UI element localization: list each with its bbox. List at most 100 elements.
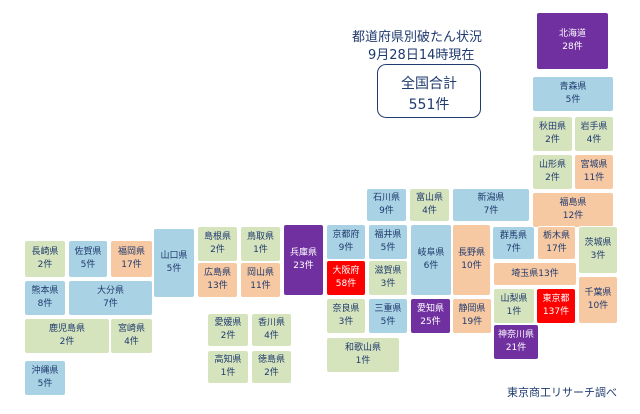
prefecture-name: 茨城県 (584, 238, 612, 248)
prefecture-tile-佐賀県: 佐賀県 5件 (68, 240, 108, 278)
prefecture-count: 5件 (380, 243, 396, 253)
prefecture-count: 9件 (379, 206, 394, 216)
prefecture-count: 5件 (80, 260, 96, 270)
prefecture-count: 3件 (380, 279, 396, 289)
prefecture-tile-三重県: 三重県 5件 (368, 298, 408, 334)
prefecture-name: 鳥取県 (246, 232, 274, 242)
prefecture-name: 高知県 (214, 355, 242, 365)
prefecture-tile-静岡県: 静岡県 19件 (452, 298, 492, 334)
prefecture-tile-島根県: 島根県 2件 (197, 226, 238, 262)
prefecture-tile-愛媛県: 愛媛県 2件 (207, 313, 249, 347)
prefecture-label: 埼玉県13件 (511, 268, 559, 279)
prefecture-count: 5件 (37, 379, 53, 389)
prefecture-count: 5件 (565, 95, 581, 105)
prefecture-name: 静岡県 (458, 304, 486, 314)
prefecture-count: 3件 (338, 317, 354, 327)
prefecture-count: 137件 (542, 307, 570, 317)
prefecture-count: 7件 (483, 206, 499, 216)
prefecture-count: 2件 (545, 135, 560, 145)
prefecture-count: 1件 (253, 245, 268, 255)
prefecture-tile-奈良県: 奈良県 3件 (326, 298, 366, 334)
prefecture-count: 19件 (461, 317, 483, 327)
prefecture-tile-長崎県: 長崎県 2件 (24, 240, 66, 278)
prefecture-count: 4件 (124, 337, 139, 347)
prefecture-tile-青森県: 青森県 5件 (532, 76, 614, 112)
national-total-label: 全国合計 (401, 76, 457, 92)
prefecture-count: 21件 (505, 343, 527, 353)
prefecture-tile-栃木県: 栃木県 17件 (537, 226, 576, 260)
prefecture-tile-千葉県: 千葉県 10件 (578, 276, 618, 324)
national-total-value: 551件 (408, 97, 450, 113)
prefecture-tile-埼玉県: 埼玉県13件 (493, 262, 577, 286)
prefecture-count: 28件 (562, 42, 583, 52)
prefecture-name: 群馬県 (499, 231, 527, 241)
prefecture-count: 1件 (506, 307, 522, 317)
prefecture-name: 奈良県 (332, 304, 360, 314)
prefecture-name: 千葉県 (584, 288, 612, 298)
prefecture-tile-長野県: 長野県 10件 (452, 224, 491, 296)
national-total-box: 全国合計 551件 (377, 64, 481, 118)
prefecture-name: 栃木県 (542, 231, 570, 241)
prefecture-count: 10件 (587, 301, 609, 311)
prefecture-name: 三重県 (374, 304, 402, 314)
prefecture-name: 香川県 (257, 318, 285, 328)
prefecture-count: 1件 (355, 356, 371, 366)
prefecture-name: 和歌山県 (344, 343, 381, 353)
prefecture-tile-群馬県: 群馬県 7件 (492, 226, 535, 260)
prefecture-count: 1件 (220, 368, 236, 378)
prefecture-name: 青森県 (559, 82, 587, 92)
prefecture-count: 23件 (293, 261, 314, 271)
prefecture-count: 2件 (210, 245, 225, 255)
prefecture-name: 新潟県 (477, 193, 505, 203)
prefecture-name: 京都府 (332, 230, 360, 240)
prefecture-count: 5件 (166, 264, 182, 274)
prefecture-name: 福島県 (559, 198, 587, 208)
prefecture-count: 2件 (37, 260, 53, 270)
prefecture-tile-岐阜県: 岐阜県 6件 (410, 224, 452, 296)
prefecture-count: 8件 (37, 299, 53, 309)
prefecture-name: 石川県 (372, 193, 400, 203)
prefecture-tile-福井県: 福井県 5件 (368, 224, 408, 260)
prefecture-tile-滋賀県: 滋賀県 3件 (368, 260, 408, 296)
prefecture-name: 島根県 (203, 232, 231, 242)
prefecture-count: 9件 (338, 243, 354, 253)
prefecture-name: 兵庫県 (289, 248, 317, 258)
prefecture-name: 長崎県 (31, 247, 59, 257)
prefecture-count: 6件 (423, 261, 439, 271)
prefecture-name: 福井県 (374, 230, 402, 240)
prefecture-name: 大分県 (96, 286, 124, 296)
prefecture-count: 10件 (461, 261, 482, 271)
prefecture-name: 鹿児島県 (48, 324, 85, 334)
prefecture-count: 2件 (220, 331, 236, 341)
prefecture-count: 5件 (380, 317, 396, 327)
prefecture-count: 11件 (250, 281, 271, 291)
chart-title: 都道府県別破たん状況 (352, 30, 483, 45)
prefecture-name: 滋賀県 (374, 266, 402, 276)
prefecture-name: 神奈川県 (497, 330, 534, 340)
prefecture-tile-和歌山県: 和歌山県 1件 (326, 337, 400, 373)
prefecture-count: 17件 (546, 244, 567, 254)
prefecture-name: 愛媛県 (214, 318, 242, 328)
prefecture-name: 長野県 (457, 248, 485, 258)
prefecture-name: 熊本県 (31, 286, 59, 296)
prefecture-name: 秋田県 (538, 122, 566, 132)
prefecture-count: 7件 (506, 244, 521, 254)
prefecture-name: 宮崎県 (117, 324, 145, 334)
prefecture-tile-鳥取県: 鳥取県 1件 (240, 226, 281, 262)
prefecture-name: 佐賀県 (74, 247, 102, 257)
prefecture-name: 岐阜県 (417, 248, 445, 258)
